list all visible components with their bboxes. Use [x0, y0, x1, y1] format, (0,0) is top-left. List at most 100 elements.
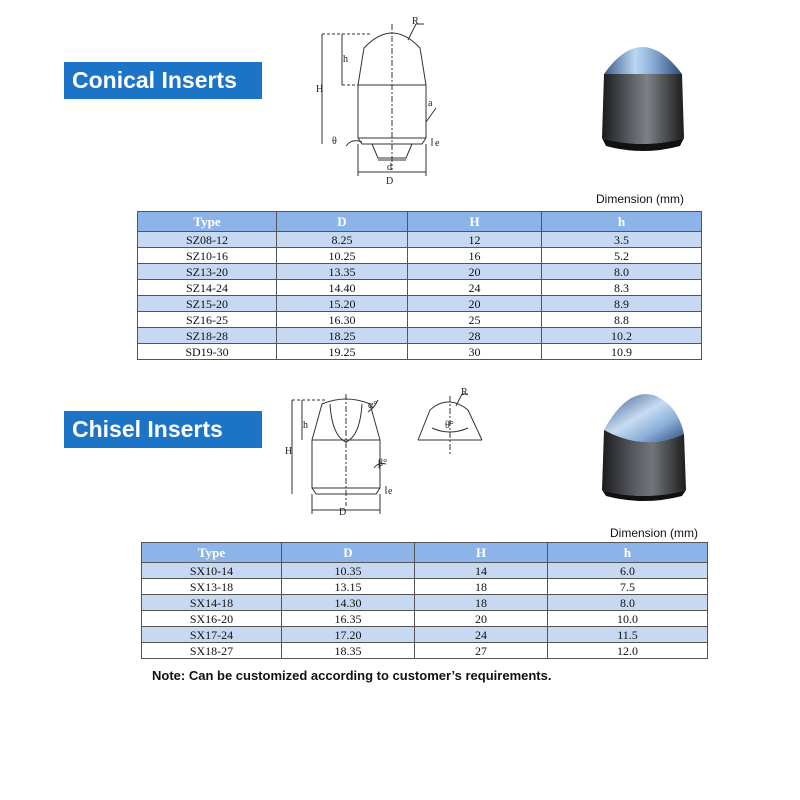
cell-d: 10.25 — [276, 247, 408, 264]
cell-type: SX18-27 — [141, 642, 282, 659]
cell-h-total: 24 — [414, 626, 548, 643]
cell-type: SX13-18 — [141, 578, 282, 595]
table-header-row: Type D H h — [141, 542, 708, 563]
conical-dimension-unit: Dimension (mm) — [596, 192, 685, 206]
chisel-label-theta: θ° — [445, 420, 454, 431]
cell-h-total: 20 — [407, 295, 542, 312]
cell-d: 13.35 — [276, 263, 408, 280]
column-header-h-total: H — [407, 211, 542, 232]
cell-d: 14.40 — [276, 279, 408, 296]
cell-h: 8.0 — [547, 594, 708, 611]
column-header-type: Type — [137, 211, 277, 232]
cell-h-total: 16 — [407, 247, 542, 264]
chisel-label-h-total: H — [285, 446, 292, 457]
cell-d: 19.25 — [276, 343, 408, 360]
chisel-insert-render — [602, 394, 686, 501]
cell-type: SZ15-20 — [137, 295, 277, 312]
column-header-h-total: H — [414, 542, 548, 563]
cell-h: 10.0 — [547, 610, 708, 627]
chisel-dimension-unit: Dimension (mm) — [610, 526, 699, 540]
conical-label-d-small: d — [387, 162, 392, 173]
cell-type: SZ08-12 — [137, 231, 277, 248]
conical-label-e: e — [435, 138, 440, 149]
chisel-label-e: e — [388, 486, 393, 497]
cell-d: 13.15 — [281, 578, 415, 595]
column-header-d: D — [276, 211, 408, 232]
cell-h: 8.3 — [541, 279, 702, 296]
conical-insert-technical-drawing: R h H a e θ d D — [316, 16, 440, 187]
customization-note: Note: Can be customized according to cus… — [152, 668, 552, 683]
conical-label-h-total: H — [316, 84, 323, 95]
cell-h-total: 25 — [407, 311, 542, 328]
cell-type: SZ14-24 — [137, 279, 277, 296]
table-header-row: Type D H h — [137, 211, 702, 232]
cell-h: 7.5 — [547, 578, 708, 595]
cell-h: 8.9 — [541, 295, 702, 312]
cell-d: 15.20 — [276, 295, 408, 312]
chisel-inserts-banner: Chisel Inserts — [64, 411, 262, 448]
column-header-d: D — [281, 542, 415, 563]
cell-h-total: 12 — [407, 231, 542, 248]
cell-type: SX16-20 — [141, 610, 282, 627]
conical-label-h-small: h — [343, 54, 348, 65]
chisel-insert-technical-drawing-front: α° β° h H e D — [285, 394, 393, 518]
conical-label-r: R — [412, 16, 419, 27]
cell-h-total: 20 — [414, 610, 548, 627]
column-header-h: h — [541, 211, 702, 232]
cell-h: 8.0 — [541, 263, 702, 280]
cell-h-total: 18 — [414, 578, 548, 595]
chisel-label-d-total: D — [339, 507, 346, 518]
cell-h: 6.0 — [547, 562, 708, 579]
cell-h-total: 20 — [407, 263, 542, 280]
cell-d: 8.25 — [276, 231, 408, 248]
chisel-insert-technical-drawing-side: R θ° — [417, 387, 483, 454]
cell-d: 16.35 — [281, 610, 415, 627]
cell-d: 14.30 — [281, 594, 415, 611]
chisel-label-r: R — [461, 387, 468, 398]
cell-h-total: 30 — [407, 343, 542, 360]
column-header-type: Type — [141, 542, 282, 563]
cell-type: SD19-30 — [137, 343, 277, 360]
cell-type: SZ18-28 — [137, 327, 277, 344]
cell-h-total: 28 — [407, 327, 542, 344]
cell-h: 10.2 — [541, 327, 702, 344]
column-header-h: h — [547, 542, 708, 563]
cell-type: SZ16-25 — [137, 311, 277, 328]
cell-type: SZ10-16 — [137, 247, 277, 264]
cell-h: 5.2 — [541, 247, 702, 264]
cell-type: SX14-18 — [141, 594, 282, 611]
cell-h-total: 14 — [414, 562, 548, 579]
cell-d: 18.25 — [276, 327, 408, 344]
conical-label-d-total: D — [386, 176, 393, 187]
cell-h: 8.8 — [541, 311, 702, 328]
cell-type: SX17-24 — [141, 626, 282, 643]
cell-h-total: 24 — [407, 279, 542, 296]
cell-d: 16.30 — [276, 311, 408, 328]
cell-h: 12.0 — [547, 642, 708, 659]
cell-type: SX10-14 — [141, 562, 282, 579]
cell-h: 3.5 — [541, 231, 702, 248]
cell-d: 10.35 — [281, 562, 415, 579]
cell-h: 10.9 — [541, 343, 702, 360]
chisel-label-h-small: h — [303, 420, 308, 431]
conical-inserts-banner: Conical Inserts — [64, 62, 262, 99]
cell-h-total: 18 — [414, 594, 548, 611]
chisel-label-beta: β° — [378, 458, 387, 469]
cell-d: 18.35 — [281, 642, 415, 659]
